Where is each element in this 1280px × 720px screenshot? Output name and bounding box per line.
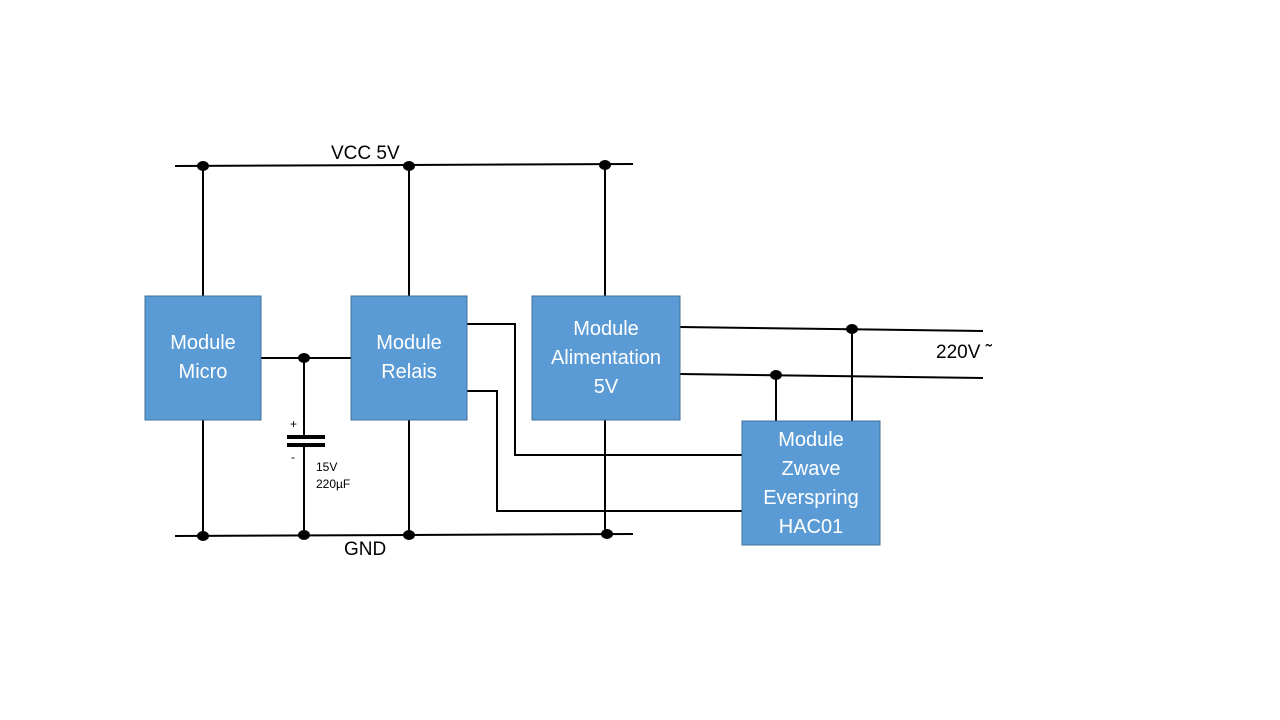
capacitor-minus-label: - xyxy=(291,450,295,464)
mains-line-2 xyxy=(679,373,984,379)
module-alimentation-label-1: Module xyxy=(573,318,639,340)
junction-gnd-capacitor xyxy=(298,530,310,540)
junction-mains-2 xyxy=(770,370,782,380)
module-zwave xyxy=(741,420,881,546)
junction-vcc-micro xyxy=(197,161,209,171)
module-zwave-label-1: Module xyxy=(778,429,844,451)
module-alimentation-label-3: 5V xyxy=(594,376,619,398)
junction-capacitor-signal xyxy=(298,353,310,363)
module-relais xyxy=(350,295,468,421)
junction-gnd-micro xyxy=(197,531,209,541)
mains-label: 220V ˜ xyxy=(936,342,993,363)
capacitor-plus-label: + xyxy=(290,417,297,431)
module-micro-label-2: Micro xyxy=(179,361,228,383)
capacitor-capacitance-label: 220µF xyxy=(316,477,350,491)
module-zwave-label-3: Everspring xyxy=(763,487,859,509)
module-zwave-label-2: Zwave xyxy=(782,458,841,480)
junction-vcc-alimentation xyxy=(599,160,611,170)
module-alimentation-label-2: Alimentation xyxy=(551,347,661,369)
capacitor-voltage-label: 15V xyxy=(316,460,337,474)
module-micro xyxy=(144,295,262,421)
module-relais-label-1: Module xyxy=(376,332,442,354)
junction-gnd-relais xyxy=(403,530,415,540)
module-relais-label-2: Relais xyxy=(381,361,437,383)
gnd-label: GND xyxy=(344,539,386,560)
vcc-label: VCC 5V xyxy=(331,143,400,164)
junction-mains-1 xyxy=(846,324,858,334)
module-micro-label-1: Module xyxy=(170,332,236,354)
module-zwave-label-4: HAC01 xyxy=(779,516,843,538)
relais-zwave-wire-2 xyxy=(467,390,742,512)
relais-zwave-wire-1 xyxy=(467,323,742,456)
junction-gnd-alimentation xyxy=(601,529,613,539)
module-alimentation xyxy=(531,295,681,421)
mains-line-1 xyxy=(679,326,984,332)
junction-vcc-relais xyxy=(403,161,415,171)
